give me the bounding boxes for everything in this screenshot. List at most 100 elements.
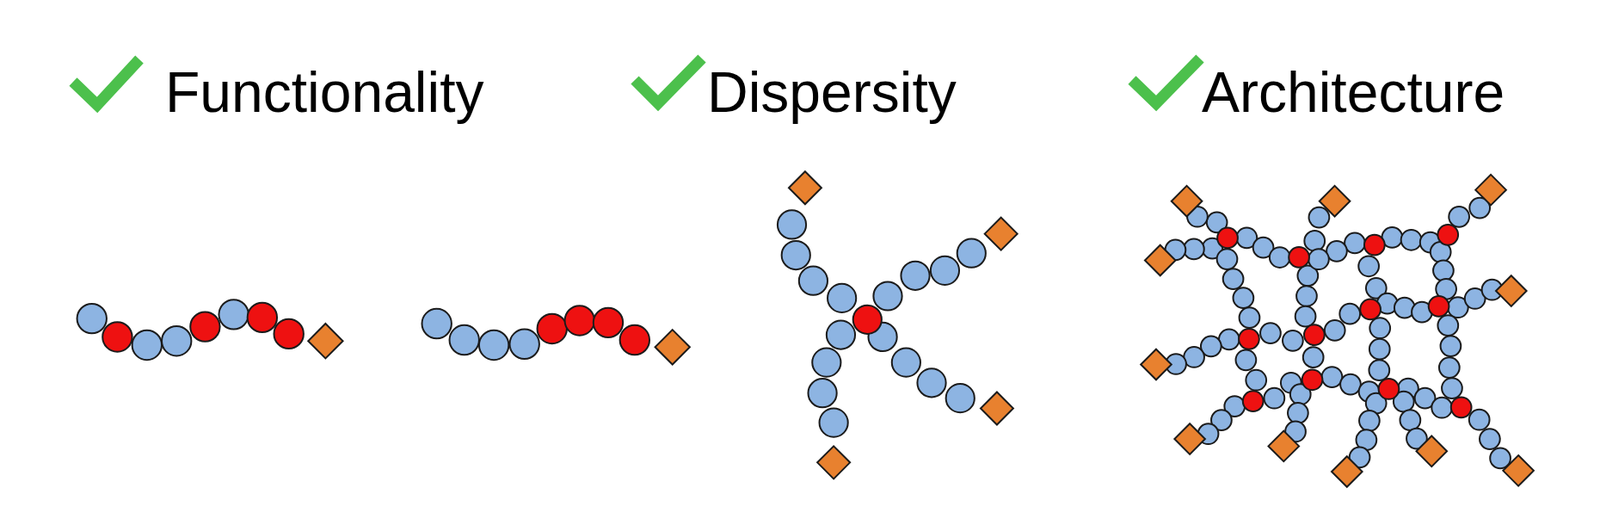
blue-monomer	[1369, 317, 1391, 339]
red-monomer	[1451, 396, 1472, 418]
red-monomer	[537, 313, 567, 344]
blue-monomer	[777, 209, 807, 239]
blue-monomer	[1358, 255, 1379, 277]
blue-monomer	[1236, 349, 1257, 370]
red-monomer	[565, 305, 595, 335]
blue-monomer	[827, 283, 856, 313]
blue-monomer	[1441, 377, 1463, 399]
end-group-diamond	[980, 392, 1014, 425]
end-group-diamond	[1475, 174, 1507, 206]
heading-label: Dispersity	[707, 63, 957, 121]
blue-monomer	[807, 378, 837, 407]
blue-monomer	[1359, 410, 1380, 431]
blue-monomer	[819, 407, 849, 437]
end-group-diamond	[1174, 423, 1206, 455]
blue-monomer	[1400, 409, 1422, 431]
blue-monomer	[1309, 207, 1330, 228]
red-monomer	[853, 305, 882, 334]
blue-monomer	[1339, 303, 1360, 325]
blue-monomer	[449, 325, 480, 355]
red-monomer	[1243, 390, 1264, 412]
blue-monomer	[1296, 285, 1317, 307]
blue-monomer	[1217, 248, 1238, 270]
blue-monomer	[1433, 259, 1454, 281]
blue-monomer	[930, 256, 960, 285]
blue-monomer	[1431, 397, 1453, 419]
heading-label: Functionality	[165, 63, 485, 121]
red-monomer	[1238, 328, 1260, 350]
red-monomer	[1360, 299, 1381, 320]
end-group-diamond	[1415, 436, 1447, 468]
blue-monomer	[1448, 206, 1470, 228]
blue-monomer	[479, 330, 509, 360]
end-group-diamond	[817, 445, 850, 479]
blue-monomer	[1269, 246, 1291, 268]
blue-monomer	[132, 330, 162, 360]
red-monomer	[190, 311, 220, 341]
blue-monomer	[1223, 268, 1244, 290]
heading-label: Architecture	[1201, 63, 1505, 121]
blue-monomer	[946, 383, 975, 413]
end-group-diamond	[788, 171, 822, 204]
blue-monomer	[510, 329, 540, 359]
blue-monomer	[1304, 230, 1325, 252]
end-group-diamond	[1267, 430, 1299, 462]
blue-monomer	[1287, 402, 1309, 424]
end-group-diamond	[307, 323, 343, 358]
red-monomer	[247, 302, 277, 333]
blue-monomer	[1401, 229, 1422, 251]
blue-monomer	[1282, 330, 1304, 351]
blue-monomer	[892, 348, 921, 377]
blue-monomer	[1479, 428, 1501, 450]
blue-monomer	[957, 239, 986, 268]
end-group-diamond	[1502, 455, 1534, 487]
checkmark-icon	[73, 59, 140, 105]
blue-monomer	[826, 320, 856, 349]
red-monomer	[1304, 324, 1325, 345]
blue-monomer	[1322, 366, 1343, 388]
end-group-diamond	[1144, 245, 1176, 277]
blue-monomer	[812, 348, 841, 377]
blue-monomer	[1340, 374, 1361, 395]
red-monomer	[1302, 369, 1324, 390]
end-group-diamond	[1171, 185, 1203, 217]
blue-monomer	[1245, 369, 1267, 391]
blue-monomer	[1369, 338, 1391, 360]
blue-monomer	[1439, 356, 1460, 378]
blue-monomer	[1260, 322, 1281, 344]
red-monomer	[1217, 227, 1238, 249]
end-group-diamond	[1140, 349, 1172, 381]
blue-monomer	[873, 281, 902, 310]
red-monomer	[1364, 234, 1385, 256]
blue-monomer	[1233, 287, 1255, 308]
red-monomer	[593, 307, 623, 338]
checkmark-icon	[1132, 58, 1200, 104]
blue-monomer	[781, 240, 811, 270]
blue-monomer	[422, 308, 452, 339]
polymer-chains	[77, 197, 1511, 469]
blue-monomer	[77, 303, 107, 333]
red-monomer	[102, 321, 132, 351]
end-group-diamond	[1319, 185, 1351, 217]
blue-monomer	[1469, 409, 1490, 431]
end-group-diamond	[1495, 275, 1527, 307]
blue-monomer	[799, 266, 828, 296]
blue-monomer	[1308, 248, 1330, 270]
red-monomer	[1378, 378, 1400, 400]
blue-monomer	[1264, 387, 1286, 409]
end-group-diamond	[984, 217, 1018, 251]
blue-monomer	[1295, 306, 1317, 327]
blue-monomer	[916, 368, 946, 397]
blue-monomer	[1437, 314, 1459, 336]
red-monomer	[1288, 246, 1310, 268]
blue-monomer	[1239, 307, 1261, 328]
blue-monomer	[1440, 335, 1462, 357]
blue-monomer	[900, 261, 930, 290]
checkmark-icon	[634, 58, 702, 104]
red-monomer	[620, 325, 650, 355]
end-group-diamond	[655, 329, 690, 364]
blue-monomer	[1368, 359, 1390, 381]
blue-monomer	[1183, 239, 1205, 260]
blue-monomer	[218, 299, 248, 329]
red-monomer	[1437, 224, 1459, 246]
